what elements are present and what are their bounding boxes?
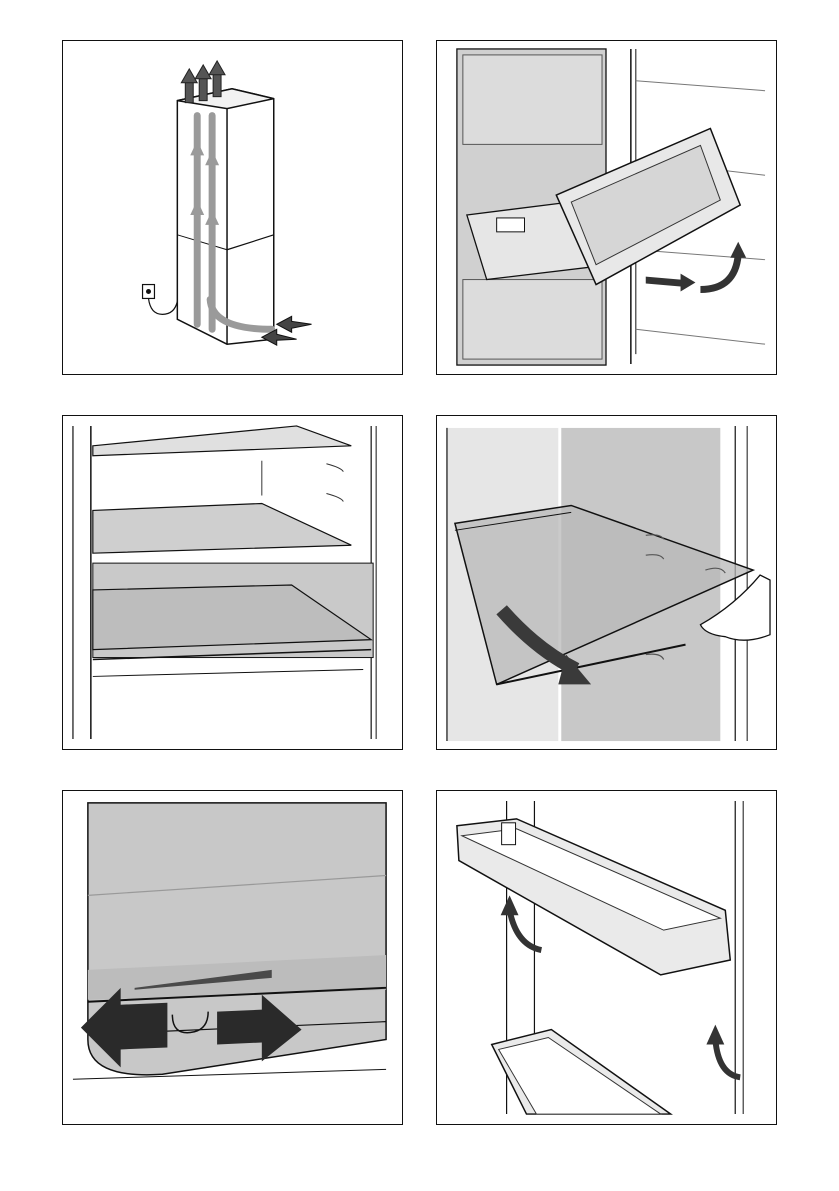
illustration-panel-shelf-adjust	[62, 790, 403, 1125]
glass-shelf-removal-illustration	[437, 416, 776, 749]
illustration-panel-door-rack	[436, 790, 777, 1125]
illustration-panel-ventilation	[62, 40, 403, 375]
freezer-drawer-removal-illustration	[437, 41, 776, 374]
illustration-panel-shelves	[62, 415, 403, 750]
shelf-adjust-arrows-illustration	[63, 791, 402, 1124]
fridge-shelves-illustration	[63, 416, 402, 749]
fridge-ventilation-illustration	[63, 41, 402, 374]
door-rack-removal-illustration	[437, 791, 776, 1124]
illustration-panel-glass-shelf	[436, 415, 777, 750]
illustration-panel-freezer-drawer	[436, 40, 777, 375]
